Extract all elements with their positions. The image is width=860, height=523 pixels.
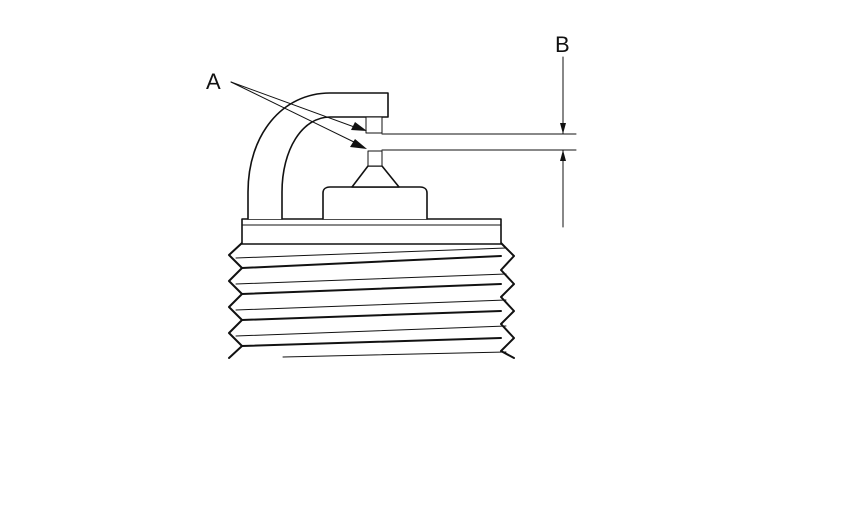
threaded-body: [228, 242, 515, 359]
leader-arrow-upper: [351, 122, 367, 131]
gap-dimension: [381, 56, 577, 228]
thread-profile-left: [228, 242, 243, 359]
thread-crest-4: [241, 337, 502, 347]
electrode-leaders: [230, 81, 367, 149]
thread-crest-3: [241, 310, 502, 321]
thread-crest-1: [241, 255, 502, 269]
thread-root-5: [282, 351, 507, 358]
thread-root-4: [235, 325, 507, 337]
thread-crest-2: [241, 283, 502, 295]
ground-electrode: [247, 92, 389, 220]
dimension-arrow-down: [560, 123, 566, 134]
dimension-arrow-up: [560, 150, 566, 161]
shell-end-face: [241, 218, 502, 245]
thread-root-1: [235, 247, 507, 259]
thread-root-3: [235, 299, 507, 311]
insulator-nose: [322, 186, 428, 220]
center-electrode: [351, 150, 400, 188]
label-a: A: [206, 69, 221, 94]
thread-root-2: [235, 273, 507, 285]
thread-profile-right: [500, 242, 515, 359]
leader-arrow-lower: [350, 139, 367, 149]
label-b: B: [555, 32, 570, 57]
